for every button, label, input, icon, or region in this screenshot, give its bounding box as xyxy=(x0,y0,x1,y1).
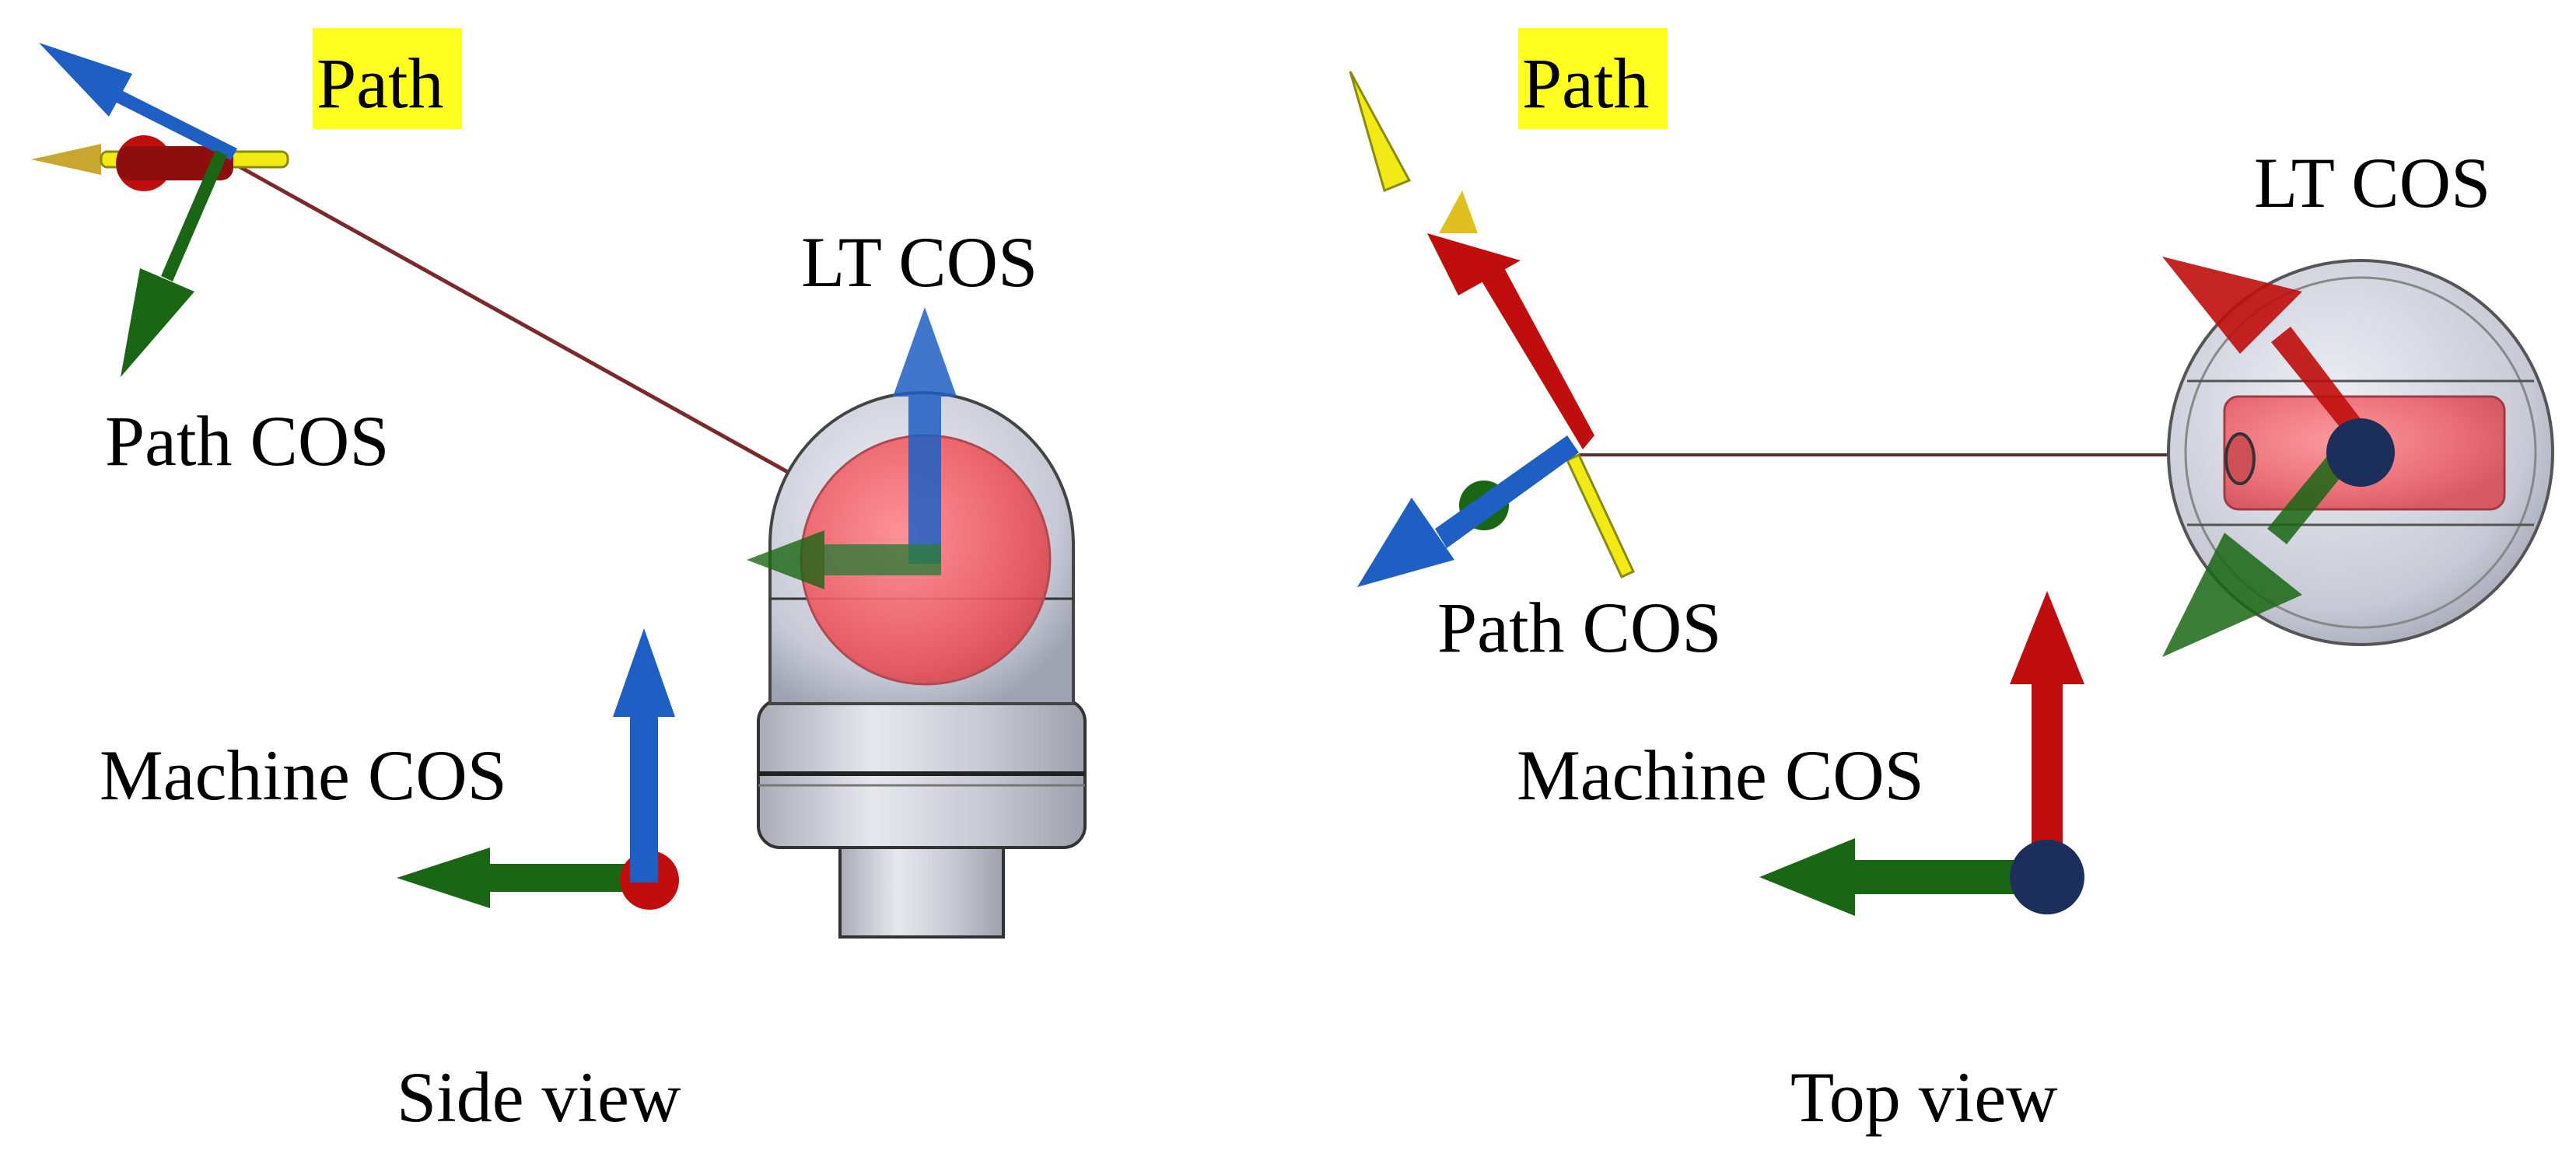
side-path-green-axis-icon xyxy=(121,150,227,377)
top-path-yellow-axis-icon xyxy=(1349,71,1635,579)
top-lt-cos-axes xyxy=(2162,257,2395,657)
top-lt-origin-icon xyxy=(2326,418,2395,487)
side-path-label-group: Path xyxy=(313,28,462,129)
side-machine-blue-axis-icon xyxy=(613,628,675,883)
top-path-highlight xyxy=(1518,28,1668,129)
side-path-cos-axes xyxy=(31,43,289,377)
top-machine-origin-icon xyxy=(2010,840,2084,914)
top-path-label: Path xyxy=(1522,44,1650,123)
side-lt-green-axis-icon xyxy=(747,530,941,589)
side-machine-cos-label: Machine COS xyxy=(100,736,507,815)
side-lt-blue-axis-icon xyxy=(893,307,957,564)
side-path-highlight xyxy=(313,28,462,129)
side-lt-cos-axes xyxy=(747,307,957,589)
top-view-panel: Path Path COS LT COS xyxy=(1349,28,2554,1137)
top-machine-red-axis-icon xyxy=(2010,591,2084,879)
side-view-panel: Path Path COS LT COS xyxy=(31,28,1087,1137)
side-path-label: Path xyxy=(317,44,444,123)
top-machine-cos-label: Machine COS xyxy=(1517,736,1924,815)
side-machine-cos-axes xyxy=(397,628,679,910)
top-lt-cos-label: LT COS xyxy=(2254,143,2490,222)
top-path-blue-axis-icon xyxy=(1357,435,1579,587)
top-path-label-group: Path xyxy=(1518,28,1668,129)
side-path-blue-axis-icon xyxy=(39,43,237,160)
side-machine-green-axis-icon xyxy=(397,848,648,908)
top-machine-green-axis-icon xyxy=(1759,838,2047,916)
top-path-cos-axes xyxy=(1349,71,1635,587)
top-path-cos-label: Path COS xyxy=(1437,588,1722,667)
side-path-line xyxy=(232,161,814,488)
side-view-caption: Side view xyxy=(397,1057,681,1137)
side-path-cos-label: Path COS xyxy=(105,401,390,481)
top-view-caption: Top view xyxy=(1790,1057,2058,1137)
top-path-red-axis-icon xyxy=(1427,191,1594,449)
top-machine-cos-axes xyxy=(1759,591,2084,916)
side-path-red-axis-icon xyxy=(116,135,233,191)
side-lt-cos-label: LT COS xyxy=(801,222,1038,302)
